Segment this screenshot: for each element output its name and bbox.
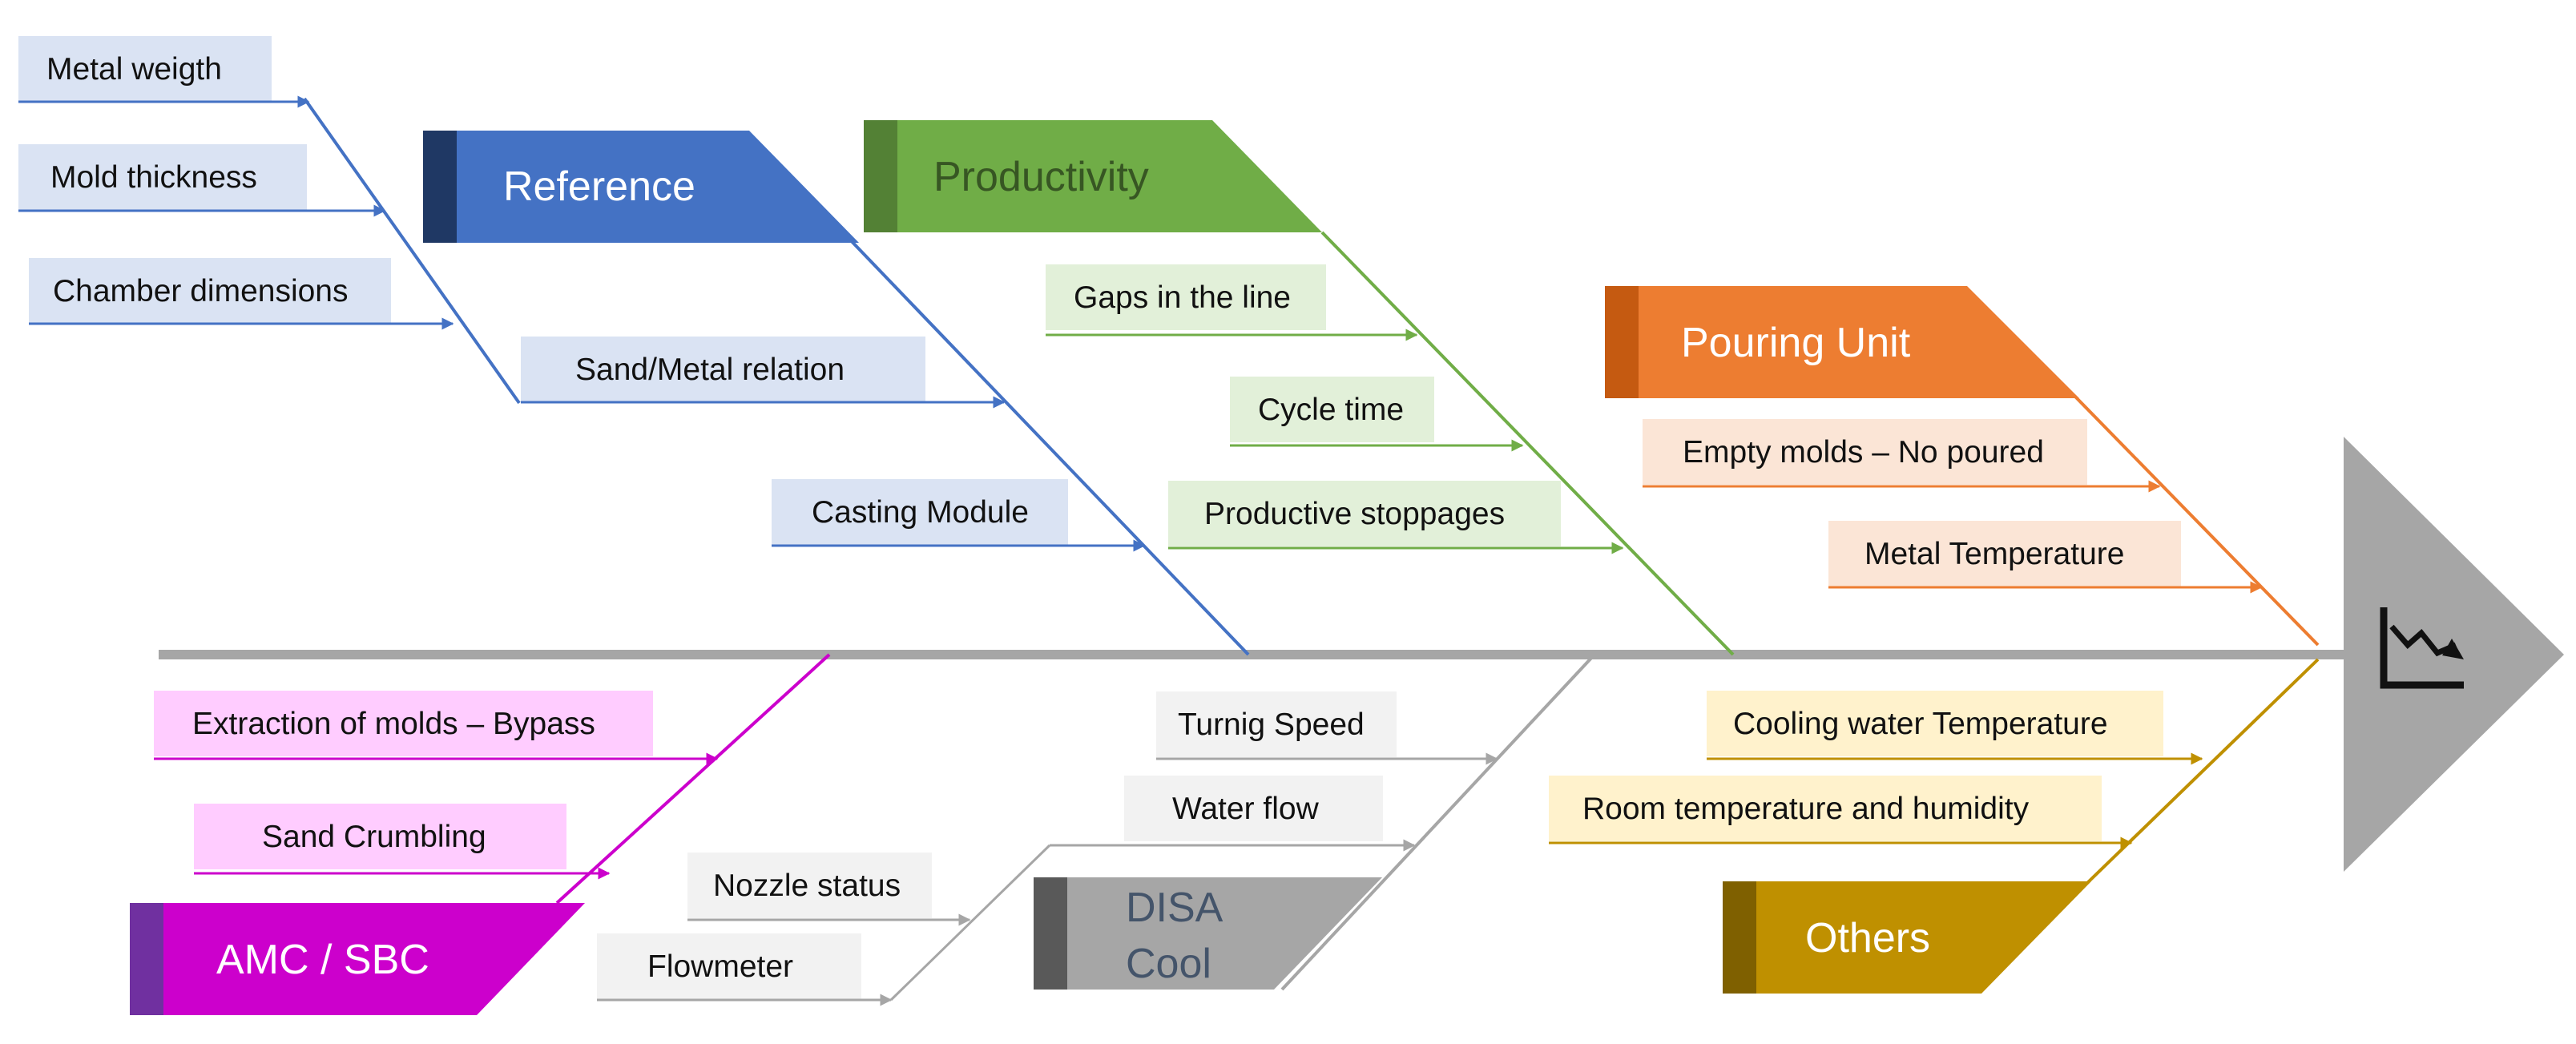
cause-cooling-water-temperature: Cooling water Temperature <box>1707 691 2203 765</box>
productivity-accent <box>864 120 897 232</box>
productivity-label: Productivity <box>933 154 1149 200</box>
svg-text:Gaps in the line: Gaps in the line <box>1074 280 1291 315</box>
svg-text:Productive stoppages: Productive stoppages <box>1204 497 1505 531</box>
svg-text:Cooling water Temperature: Cooling water Temperature <box>1733 707 2108 741</box>
amc-band <box>130 903 585 1015</box>
disa-label-line-1: DISA <box>1126 885 1223 931</box>
svg-text:Sand Crumbling: Sand Crumbling <box>262 820 486 854</box>
svg-text:Casting Module: Casting Module <box>812 495 1029 530</box>
svg-text:Cycle time: Cycle time <box>1258 393 1404 427</box>
cause-mold-thickness: Mold thickness <box>18 144 386 217</box>
amc-label: AMC / SBC <box>216 937 429 983</box>
reference-sub-bone <box>303 97 521 405</box>
svg-text:Water flow: Water flow <box>1172 792 1320 826</box>
pouring-main-bone <box>2074 395 2320 647</box>
productivity-band <box>864 120 1322 232</box>
category-amc-sbc: AMC / SBC Extraction of molds – Bypass S… <box>130 653 831 1015</box>
pouring-band <box>1605 286 2079 398</box>
cause-empty-molds: Empty molds – No poured <box>1643 419 2161 493</box>
category-disa-cool: DISA Cool Turnig Speed Water flow Nozzle… <box>597 653 1596 1006</box>
cause-room-temperature-humidity: Room temperature and humidity <box>1549 776 2133 849</box>
chart-trending-down-icon <box>2380 607 2464 689</box>
svg-text:Metal Temperature: Metal Temperature <box>1864 537 2124 571</box>
cause-cycle-time: Cycle time <box>1230 377 1524 452</box>
cause-productive-stoppages: Productive stoppages <box>1168 481 1624 554</box>
svg-text:Metal weigth: Metal weigth <box>46 52 222 87</box>
cause-chamber-dimensions: Chamber dimensions <box>29 258 454 330</box>
svg-text:Extraction of molds – Bypass: Extraction of molds – Bypass <box>192 707 595 741</box>
amc-accent <box>130 903 163 1015</box>
pouring-accent <box>1605 286 1639 398</box>
cause-flowmeter: Flowmeter <box>597 933 893 1006</box>
cause-sand-crumbling: Sand Crumbling <box>194 804 611 880</box>
category-reference: Reference Metal weigth Mold thickness Ch… <box>18 36 1250 656</box>
cause-casting-module: Casting Module <box>772 479 1146 552</box>
svg-text:Chamber dimensions: Chamber dimensions <box>53 274 349 308</box>
disa-label-line-2: Cool <box>1126 941 1211 987</box>
category-productivity: Productivity Gaps in the line Cycle time… <box>864 120 1735 656</box>
svg-text:Room temperature and humidity: Room temperature and humidity <box>1582 792 2030 826</box>
cause-sand-metal-relation: Sand/Metal relation <box>521 337 1006 409</box>
cause-gaps-in-the-line: Gaps in the line <box>1046 264 1418 341</box>
cause-water-flow: Water flow <box>1050 776 1416 852</box>
amc-main-bone <box>555 653 831 905</box>
others-label: Others <box>1805 915 1930 961</box>
cause-extraction-of-molds: Extraction of molds – Bypass <box>154 691 719 765</box>
disa-main-bone <box>1280 653 1596 991</box>
disa-band <box>1034 877 1382 990</box>
cause-turnig-speed: Turnig Speed <box>1156 691 1498 765</box>
svg-text:Turnig Speed: Turnig Speed <box>1178 707 1365 742</box>
svg-text:Flowmeter: Flowmeter <box>647 949 793 984</box>
disa-accent <box>1034 877 1067 990</box>
pouring-label: Pouring Unit <box>1681 320 1911 366</box>
cause-nozzle-status: Nozzle status <box>687 853 971 926</box>
category-others: Others Cooling water Temperature Room te… <box>1549 658 2320 994</box>
others-accent <box>1723 881 1756 994</box>
reference-accent <box>423 131 457 243</box>
cause-metal-temperature: Metal Temperature <box>1828 521 2263 594</box>
others-band <box>1723 881 2091 994</box>
productivity-main-bone <box>1320 231 1735 656</box>
cause-metal-weigth: Metal weigth <box>18 36 310 108</box>
svg-text:Empty molds – No poured: Empty molds – No poured <box>1683 435 2044 470</box>
disa-sub-bone <box>889 844 1051 1002</box>
category-pouring-unit: Pouring Unit Empty molds – No poured Met… <box>1605 286 2320 647</box>
reference-band <box>423 131 859 243</box>
svg-text:Sand/Metal relation: Sand/Metal relation <box>575 353 845 387</box>
svg-text:Nozzle status: Nozzle status <box>713 869 901 903</box>
svg-text:Mold thickness: Mold thickness <box>50 160 257 195</box>
reference-label: Reference <box>503 163 695 210</box>
